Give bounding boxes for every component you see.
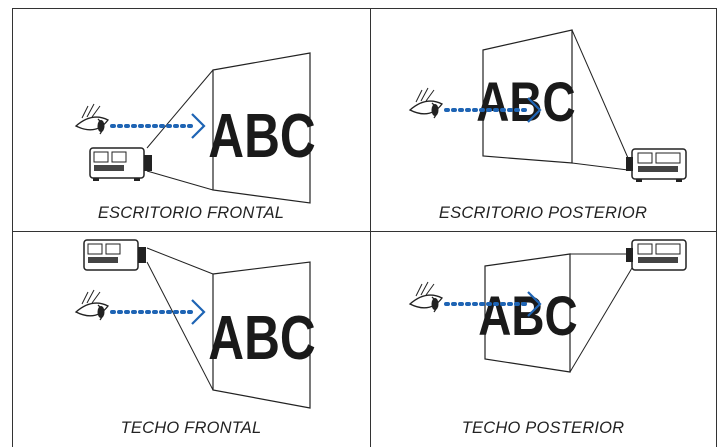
eye-icon — [408, 87, 443, 119]
panel-desk-front-figure: ABC — [74, 52, 316, 204]
projector-icon — [89, 147, 152, 181]
caption: TECHO POSTERIOR — [461, 419, 625, 437]
eye-icon — [74, 103, 109, 135]
projector-icon — [626, 239, 687, 271]
screen — [484, 253, 571, 373]
panel-ceiling-rear: ABC TECHO POSTERIOR — [370, 232, 716, 447]
caption: TECHO FRONTAL — [120, 419, 262, 437]
eye-icon — [74, 289, 109, 321]
screen-text: ABC — [208, 101, 315, 171]
projector-icon — [83, 239, 146, 271]
screen — [212, 261, 311, 409]
dotted-arrow — [444, 97, 542, 123]
panel-ceiling-rear-figure: ABC — [408, 239, 687, 373]
dotted-arrow — [110, 113, 206, 139]
screen — [482, 29, 573, 164]
caption: ESCRITORIO FRONTAL — [97, 204, 285, 222]
screen-text: ABC — [208, 303, 315, 373]
dotted-arrow — [444, 291, 542, 317]
screen — [212, 52, 311, 204]
dotted-arrow — [110, 299, 206, 325]
projector-icon — [626, 148, 687, 182]
panel-desk-rear: ABC ESCRITORIO POSTERIOR — [370, 8, 716, 231]
panel-desk-rear-figure: ABC — [408, 29, 687, 182]
panel-ceiling-front-figure: ABC — [74, 239, 316, 409]
caption: ESCRITORIO POSTERIOR — [438, 204, 648, 222]
eye-icon — [408, 281, 443, 313]
panel-desk-front: ABC ESCRITORIO FRONTAL — [12, 8, 370, 231]
screen-text: ABC — [476, 71, 575, 133]
panel-ceiling-front: ABC TECHO FRONTAL — [12, 232, 370, 447]
